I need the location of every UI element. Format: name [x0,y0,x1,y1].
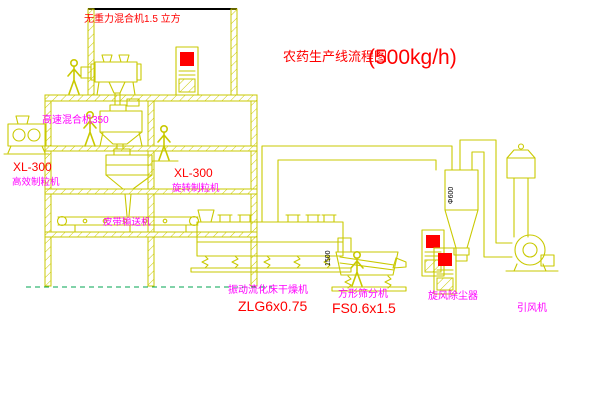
cyclone-machine [444,169,479,262]
label-center-granulator-model: XL-300 [174,166,213,180]
dim-sieve-inlet: 1500 [325,250,332,266]
top-mixer-machine [80,54,142,106]
panel-indicator [180,52,194,66]
label-dryer-model: ZLG6x0.75 [238,298,307,314]
duct-dryer-to-cyclone [261,145,453,223]
dim-cyclone-diameter: Φ600 [448,187,455,204]
label-left-granulator-name: 高效制粒机 [12,176,60,188]
panel-indicator [426,235,440,248]
label-top-mixer: 无重力混合机1.5 立方 [84,12,181,25]
center-granulator-machine [105,148,153,217]
control-panel-upper [175,46,199,96]
mixer2-motor [126,98,140,107]
label-left-granulator-model: XL-300 [13,160,52,174]
dryer-base [190,267,352,273]
building-structure [26,8,272,288]
label-high-speed-mixer: 高速混合机350 [42,113,109,126]
label-belt-conveyor: 皮带输送机 [103,216,151,228]
label-sieve-model: FS0.6x1.5 [332,300,396,316]
workers [67,58,364,287]
panel-indicator [438,253,452,266]
label-cyclone-name: 旋风除尘器 [428,289,478,302]
belt-conveyor-machine [56,215,200,233]
exhaust-stack [506,143,536,238]
label-sieve-name: 方形筛分机 [338,287,388,300]
sieve-outlet [392,257,407,269]
left-granulator-machine [3,115,50,155]
label-fan-name: 引风机 [517,301,547,314]
label-center-granulator-name: 旋转制粒机 [172,182,220,194]
drawing-title: 农药生产线流程图 [283,49,387,64]
sieve-inlet [337,237,352,253]
worker-figure [350,251,364,287]
control-panel-fan [433,247,457,295]
worker-figure [157,125,171,161]
mixer-motor [80,66,92,79]
dryer-springs [201,255,331,269]
induced-draft-fan-machine [505,234,559,272]
worker-figure [67,58,81,95]
dryer-top-ports [217,214,337,223]
label-dryer-name: 振动流化床干燥机 [228,283,308,296]
duct-cyclone-to-fan [459,139,513,258]
fluid-bed-dryer-machine [190,209,352,273]
sieve-machine [331,237,407,292]
high-speed-mixer-machine [99,98,143,150]
drawing-capacity: (500kg/h) [368,46,457,69]
sieve-base [331,286,407,292]
fan-motor [540,254,555,267]
